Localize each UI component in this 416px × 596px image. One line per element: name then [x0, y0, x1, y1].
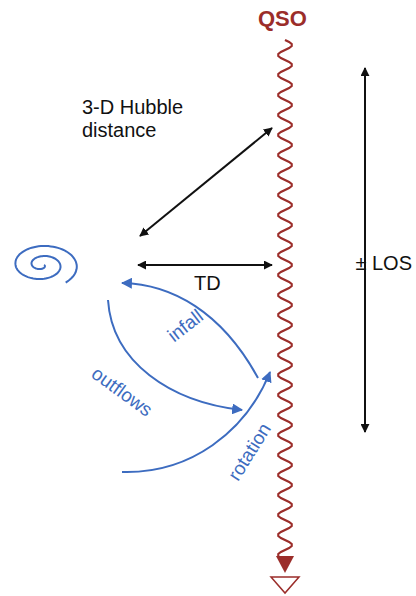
td-label: TD — [194, 272, 221, 295]
los-arrow — [364, 68, 366, 432]
quasar-label: QSO — [258, 6, 307, 31]
los-label: ± LOS — [355, 252, 412, 275]
td-arrow — [138, 264, 272, 266]
sightline-arrowhead — [276, 556, 294, 573]
hubble-distance-label: 3-D Hubble distance — [82, 96, 200, 142]
observer-triangle — [271, 577, 299, 593]
galaxy-spiral — [15, 246, 76, 283]
infall-arrow — [122, 283, 258, 378]
hubble-distance-arrow — [140, 128, 272, 236]
sightline-wave — [278, 40, 291, 556]
